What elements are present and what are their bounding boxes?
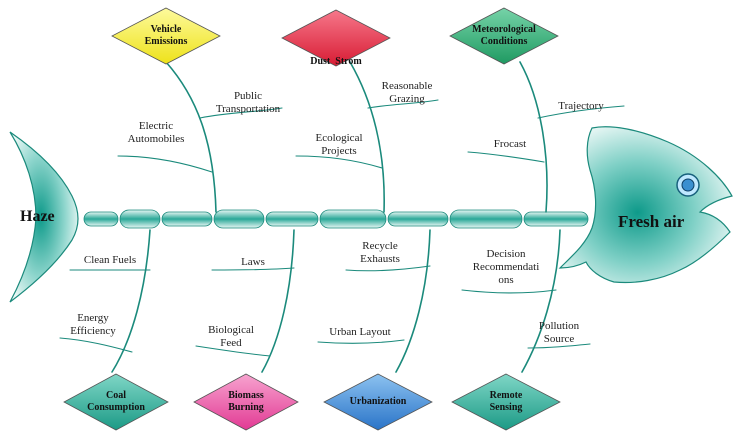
cause-urbanization: Urbanization — [349, 396, 407, 407]
major-bones — [111, 61, 561, 373]
diamond-remote-sensing — [451, 373, 561, 431]
minor-bones — [59, 99, 625, 357]
diamond-dust-strom — [281, 9, 391, 67]
fresh-air-label: Fresh air — [618, 212, 685, 231]
spine — [83, 209, 589, 229]
fish-tail — [9, 131, 79, 303]
diamond-meteorological-conditions — [449, 7, 559, 65]
sub-frocast: Frocast — [493, 138, 527, 150]
sub-laws: Laws — [241, 256, 265, 268]
sub-urban-layout: Urban Layout — [329, 326, 391, 338]
diamond-vehicle-emissions — [111, 7, 221, 65]
haze-label: Haze — [20, 208, 55, 225]
diamond-biomass-burning — [193, 373, 299, 431]
diamond-urbanization — [323, 373, 433, 431]
cause-diamonds — [63, 7, 561, 431]
cause-dust-strom: Dust Strom — [310, 56, 362, 67]
diamond-coal-consumption — [63, 373, 169, 431]
fish-head — [558, 126, 733, 284]
sub-clean-fuels: Clean Fuels — [83, 254, 137, 266]
sub-trajectory: Trajectory — [558, 100, 604, 112]
